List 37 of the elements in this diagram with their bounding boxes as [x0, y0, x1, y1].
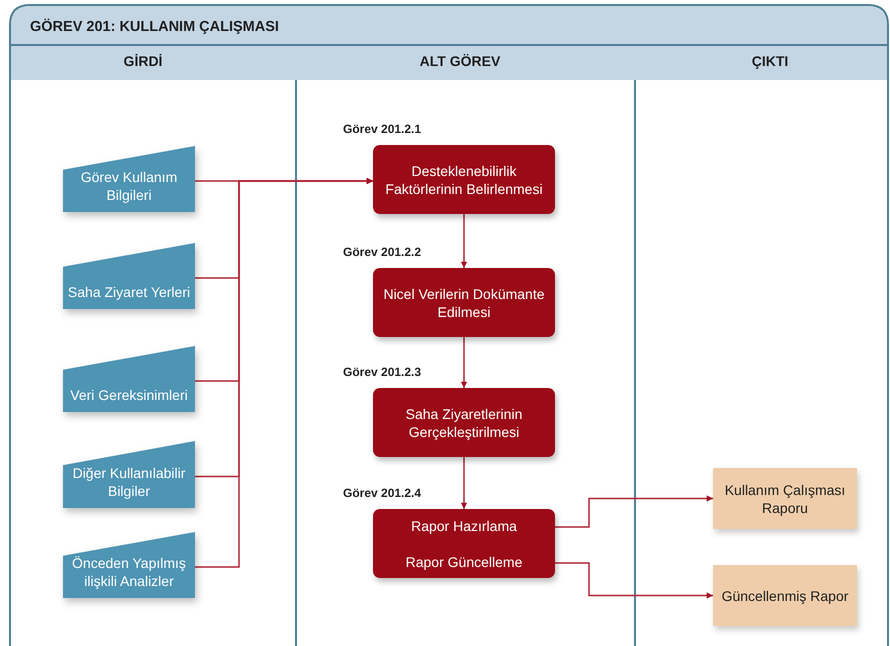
column-header: ÇIKTI [752, 53, 788, 69]
process-box [373, 268, 555, 337]
node-text: Görev Kullanım Bilgileri [80, 168, 178, 204]
column-header: GİRDİ [124, 53, 162, 69]
diagram-title: GÖREV 201: KULLANIM ÇALIŞMASI [30, 19, 279, 35]
task-number: Görev 201.2.4 [343, 486, 422, 500]
arrow [195, 178, 373, 568]
process-box [373, 145, 555, 214]
task-number: Görev 201.2.3 [343, 365, 422, 379]
node-text: Kullanım Çalışması Raporu [724, 480, 846, 516]
node-text: Saha Ziyaretlerinin Gerçekleştirilmesi [404, 404, 524, 440]
arrow [460, 337, 468, 388]
process-box [373, 388, 555, 457]
node-text: Nicel Verilerin Dokümante Edilmesi [382, 284, 546, 320]
node-text: Önceden Yapılmış ilişkili Analizler [71, 554, 187, 590]
arrow [555, 562, 713, 599]
arrow [460, 214, 468, 268]
output-box [713, 565, 857, 626]
node-text: Desteklenebilirlik Faktörlerinin Belirlenmesi [384, 162, 544, 198]
task-number: Görev 201.2.1 [343, 122, 422, 136]
node-text: Güncellenmiş Rapor [722, 586, 848, 604]
node-text: Rapor Güncelleme [406, 552, 522, 570]
node-text: Veri Gereksinimleri [70, 386, 188, 404]
manual-input-shape [63, 146, 195, 212]
node-text: Rapor Hazırlama [411, 516, 517, 534]
node-text: Saha Ziyaret Yerleri [68, 283, 190, 301]
manual-input-shape [63, 346, 195, 412]
arrow [555, 495, 713, 528]
manual-input-shape [63, 243, 195, 309]
node-text: Diğer Kullanılabilir Bilgiler [72, 464, 186, 500]
task-number: Görev 201.2.2 [343, 245, 422, 259]
manual-input-shape [63, 441, 195, 508]
column-header: ALT GÖREV [420, 53, 500, 69]
process-box [373, 509, 555, 578]
output-box [713, 468, 857, 529]
manual-input-shape [63, 532, 195, 598]
arrow [460, 457, 468, 509]
